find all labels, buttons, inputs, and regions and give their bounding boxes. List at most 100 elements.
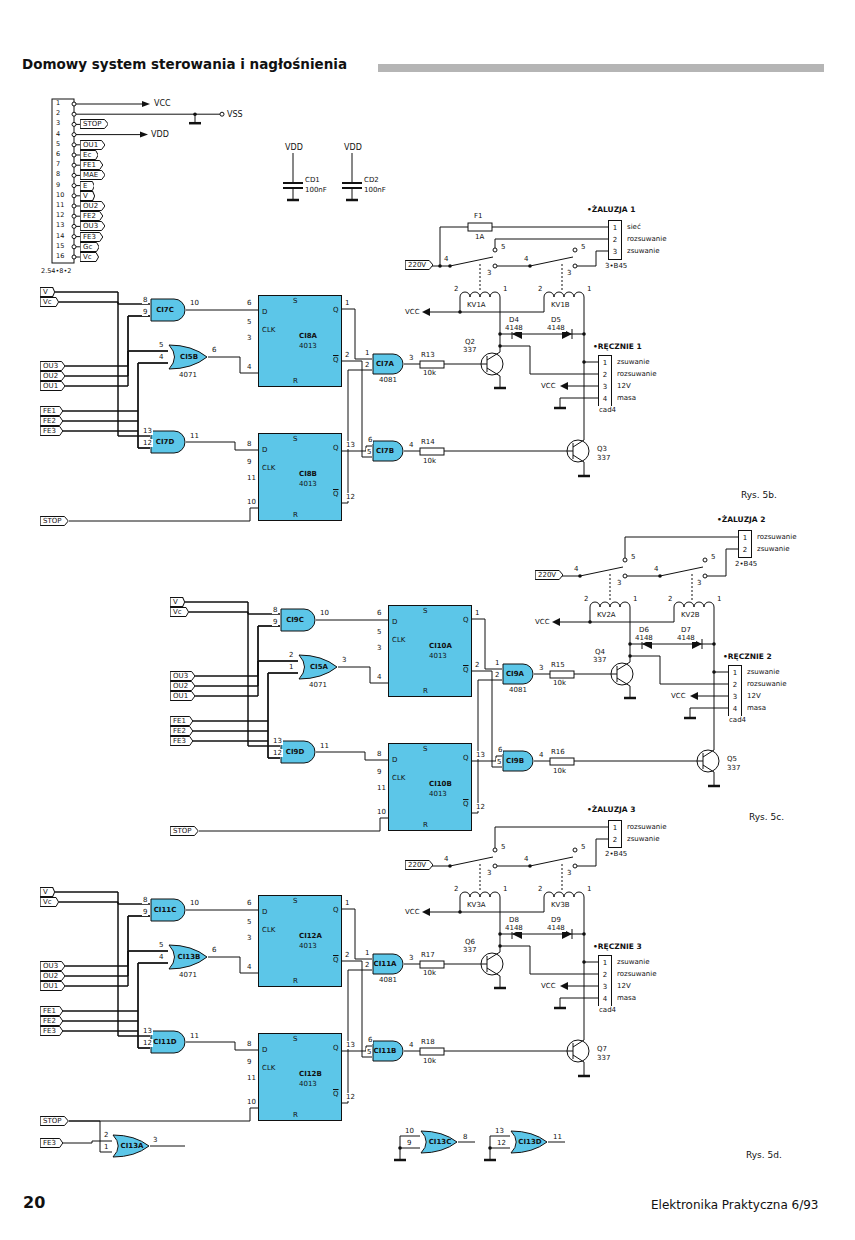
node-text: 220V: [408, 261, 426, 269]
signal-label: 2: [583, 595, 589, 603]
signal-label: 5: [55, 141, 61, 148]
signal-tag: FE3: [170, 736, 193, 746]
signal-label: Q5: [726, 755, 738, 763]
wire: [487, 368, 500, 388]
node-text: OU2: [43, 972, 58, 980]
node-text: OU3: [43, 362, 58, 370]
ground-symbol: [708, 785, 720, 788]
tag-outline: [80, 161, 103, 170]
node-text: 4: [729, 703, 741, 715]
node-text: CI9A: [502, 670, 528, 679]
node-text: 220V: [408, 861, 426, 869]
signal-wire: [193, 731, 280, 758]
wire: [487, 968, 500, 988]
terminal: [72, 143, 76, 147]
node-text: S: [293, 297, 297, 305]
signal-label: 4: [653, 565, 659, 573]
wire: [627, 576, 660, 577]
signal-tag: Vc: [40, 297, 59, 307]
signal-tag: FE2: [40, 416, 63, 426]
resistor-symbol: [550, 758, 574, 765]
terminal: [72, 133, 76, 137]
tag-outline: [80, 202, 105, 211]
signal-label: 11: [319, 742, 330, 750]
signal-label: R14: [420, 438, 436, 446]
signal-label: Rys. 5d.: [745, 1150, 783, 1160]
resistor-symbol: [420, 448, 444, 455]
relay-coil: [544, 892, 584, 897]
wire: [560, 398, 598, 408]
node-text: 1: [729, 667, 741, 679]
signal-tag: FE2: [170, 726, 193, 736]
ground-symbol: [554, 1007, 566, 1010]
signal-label: 9: [246, 1058, 252, 1066]
signal-label: 3: [486, 269, 492, 277]
gate-symbol: [281, 741, 315, 763]
signal-tag: V: [170, 597, 185, 607]
node-text: OU1: [83, 141, 98, 149]
signal-label: Elektronika Praktyczna 6/93: [650, 1198, 820, 1212]
node-text: CLK: [262, 926, 275, 934]
and-gate: CI9D: [280, 740, 316, 764]
arrow-head: [552, 618, 560, 626]
node-text: Vc: [43, 898, 52, 906]
wire: [352, 188, 353, 200]
arrow-head: [422, 908, 430, 916]
signal-tag: Vc: [40, 897, 59, 907]
node-text: 4013: [299, 480, 317, 488]
signal-label: 5: [580, 243, 586, 251]
terminal: [703, 574, 707, 578]
wire: [76, 144, 80, 145]
junction-dot: [498, 344, 502, 348]
or-gate: CI13C: [420, 1130, 458, 1154]
signal-label: 1: [55, 100, 61, 107]
wire: [497, 266, 530, 267]
node-text: Q: [463, 616, 469, 624]
connector: 12: [608, 820, 622, 848]
signal-label: R17: [420, 951, 436, 959]
signal-label: 5: [630, 553, 636, 561]
node-text: Q: [333, 490, 339, 498]
node-text: OU2: [83, 202, 98, 210]
signal-label: 4148: [676, 634, 696, 642]
signal-label: 5: [366, 448, 372, 456]
arrow-head: [560, 382, 568, 390]
wire: [573, 1040, 584, 1047]
wire: [444, 364, 487, 365]
junction-dot: [582, 960, 586, 964]
tag-outline: [80, 171, 105, 180]
node-text: 2: [739, 544, 751, 556]
node-text: V: [173, 598, 178, 606]
signal-tag: OU3: [80, 221, 105, 231]
node-text: FE1: [83, 161, 96, 169]
node-text: CLK: [262, 1064, 275, 1072]
node-text: 3: [609, 246, 621, 258]
wire: [76, 175, 80, 176]
signal-label: cad4: [728, 716, 747, 724]
wire: [430, 912, 544, 913]
junction-dot: [582, 332, 586, 336]
wire: [698, 696, 728, 697]
tag-outline: [405, 861, 433, 870]
signal-label: 5: [580, 843, 586, 851]
arrow-head: [140, 132, 148, 138]
wire: [548, 1142, 565, 1143]
signal-label: 9: [55, 182, 61, 189]
signal-label: 13: [345, 441, 356, 449]
signal-label: CD1: [304, 176, 321, 184]
signal-label: 3: [538, 664, 544, 672]
signal-label: VCC: [153, 99, 172, 108]
signal-wire: [195, 661, 298, 696]
signal-label: 10: [376, 808, 387, 816]
signal-label: 12: [55, 212, 65, 219]
connector: 123: [608, 220, 622, 260]
wire: [76, 206, 80, 207]
node-text: 2: [599, 369, 611, 381]
signal-label: 1: [632, 595, 638, 603]
signal-wire: [195, 661, 298, 676]
signal-label: 2•B45: [734, 560, 758, 568]
signal-label: R18: [420, 1038, 436, 1046]
wire: [400, 1148, 420, 1149]
signal-wire: [55, 892, 150, 1036]
gate-symbol: [421, 1131, 457, 1153]
